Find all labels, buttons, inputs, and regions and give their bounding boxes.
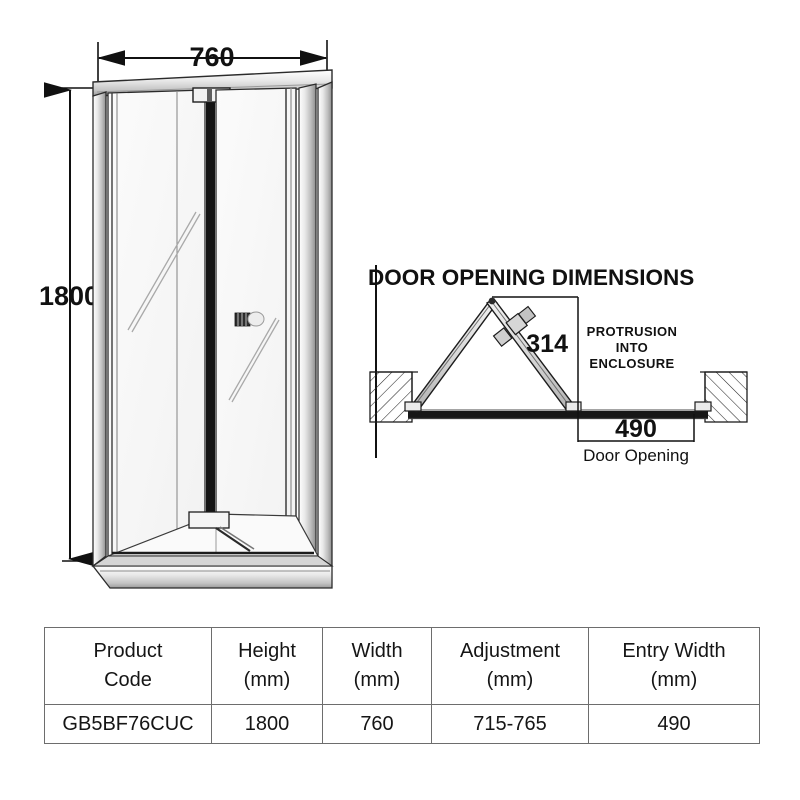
plan-title: DOOR OPENING DIMENSIONS <box>368 265 694 290</box>
protrusion-dimension-value: 314 <box>526 330 568 358</box>
right-inner-jamb <box>298 83 317 556</box>
cell-height: 1800 <box>211 704 323 744</box>
cell-adjustment: 715-765 <box>431 704 589 744</box>
glass-reflection <box>127 211 280 403</box>
cell-entry-width: 490 <box>588 704 760 744</box>
width-dimension: 760 <box>97 40 328 88</box>
header-entry-width: Entry Width (mm) <box>588 627 760 705</box>
header-width: Width (mm) <box>322 627 432 705</box>
header-product-code: Product Code <box>44 627 212 705</box>
shower-tray <box>91 511 334 589</box>
table-row: GB5BF76CUC 1800 760 715-765 490 <box>44 704 760 744</box>
right-frame-profile <box>317 81 333 577</box>
door-handle-icon <box>234 311 265 327</box>
protrusion-label-line1: PROTRUSION <box>587 324 678 339</box>
protrusion-label: PROTRUSION INTO ENCLOSURE <box>587 324 678 371</box>
plan-view: DOOR OPENING DIMENSIONS <box>368 265 748 465</box>
hinge-block-lower <box>492 327 513 348</box>
protrusion-label-line3: ENCLOSURE <box>589 356 674 371</box>
table-header-row: Product Code Height (mm) Width (mm) Adju… <box>44 627 760 705</box>
opening-dimension-value: 490 <box>615 415 657 443</box>
specification-table: Product Code Height (mm) Width (mm) Adju… <box>44 627 760 744</box>
hinge-block-top <box>517 305 537 325</box>
left-frame-profile <box>92 91 107 568</box>
height-dimension-value: 1800 <box>39 281 99 311</box>
header-height: Height (mm) <box>211 627 323 705</box>
header-adjustment: Adjustment (mm) <box>431 627 589 705</box>
height-dimension: 1800 <box>39 82 118 567</box>
shower-enclosure <box>91 69 334 589</box>
opening-dimension: 490 Door Opening <box>577 414 695 465</box>
protrusion-label-line2: INTO <box>616 340 648 355</box>
width-dimension-value: 760 <box>189 42 234 72</box>
wall-left <box>369 371 418 423</box>
folded-door-panels <box>404 297 712 413</box>
glass-panel-left <box>107 89 206 557</box>
protrusion-dimension: 314 <box>492 296 579 414</box>
elevation-view: 760 1800 <box>39 40 334 589</box>
cell-width: 760 <box>322 704 432 744</box>
bottom-pivot-bracket <box>188 511 230 529</box>
plan-track <box>408 409 708 420</box>
center-hinge-post <box>206 92 215 554</box>
cell-product-code: GB5BF76CUC <box>44 704 212 744</box>
opening-label: Door Opening <box>583 446 689 465</box>
